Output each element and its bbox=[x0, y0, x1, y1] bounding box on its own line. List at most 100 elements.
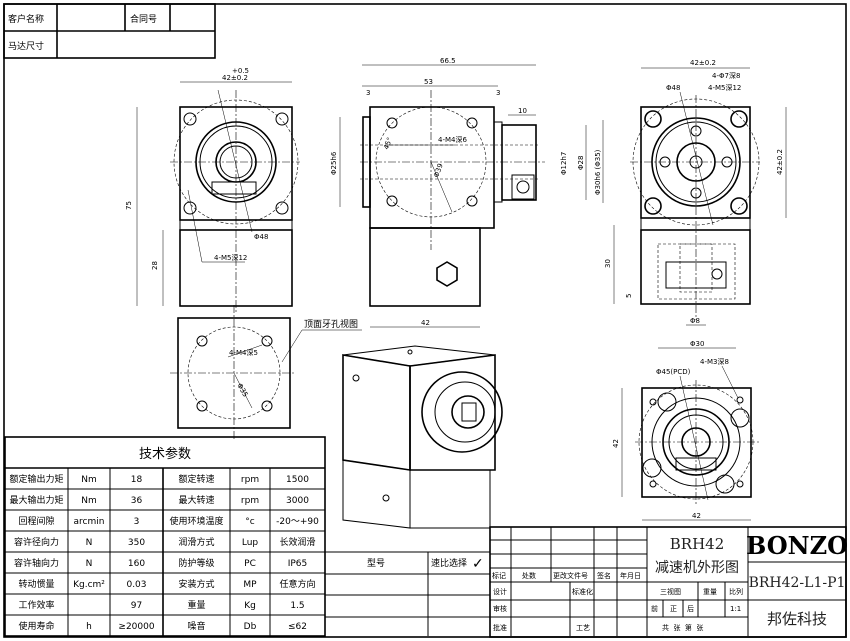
param-value: 1500 bbox=[286, 475, 309, 485]
param-value: ≥20000 bbox=[118, 622, 154, 632]
top-hole-view-label: 顶面牙孔视图 bbox=[304, 318, 358, 330]
param-value: 3 bbox=[134, 517, 140, 527]
dim-side-shaft-b: Φ28 bbox=[577, 156, 585, 170]
dim-side-bottom: 42 bbox=[421, 319, 430, 327]
param-name: 转动惯量 bbox=[18, 578, 54, 590]
header-table: 客户名称 合同号 马达尺寸 bbox=[3, 3, 216, 59]
param-value: 160 bbox=[128, 559, 145, 569]
dim-right-holes: 4-Φ7深8 bbox=[712, 71, 740, 80]
param-name: 使用寿命 bbox=[18, 620, 54, 632]
tb-scale: 比列 bbox=[729, 587, 743, 596]
dim-front-width: 42±0.2 bbox=[222, 74, 248, 82]
dim-front-height: 75 bbox=[125, 201, 133, 210]
tb-scale-value: 1:1 bbox=[730, 605, 741, 613]
param-value: 18 bbox=[131, 475, 143, 485]
param-name: 润滑方式 bbox=[178, 536, 214, 548]
param-unit: Kg bbox=[244, 601, 256, 611]
param-unit: rpm bbox=[241, 475, 259, 485]
param-unit: arcmin bbox=[74, 517, 105, 527]
tb-front: 前 bbox=[651, 604, 658, 613]
dim-right-bore: Φ48 bbox=[666, 84, 680, 92]
dim-side-shaft-c: Φ30h6 (Φ35) bbox=[594, 149, 602, 195]
dim-bottom-pcd: Φ45(PCD) bbox=[656, 368, 691, 376]
dim-side-angle: 45° bbox=[382, 136, 394, 150]
dim-front-bore: Φ48 bbox=[254, 233, 268, 241]
dim-right-step: 5 bbox=[625, 294, 633, 298]
tb-review: 审核 bbox=[493, 604, 507, 613]
param-unit: PC bbox=[244, 559, 256, 569]
tb-date: 年月日 bbox=[620, 571, 641, 580]
dim-side-flange: Φ25h6 bbox=[330, 151, 338, 175]
param-name: 回程间隙 bbox=[18, 515, 54, 527]
motor-size-label: 马达尺寸 bbox=[8, 40, 44, 52]
param-value: ≤62 bbox=[288, 622, 307, 632]
param-unit: °c bbox=[245, 517, 255, 527]
param-value: 1.5 bbox=[290, 601, 304, 611]
dim-side-right: 3 bbox=[496, 89, 500, 97]
tb-mark: 标记 bbox=[492, 571, 506, 580]
tb-approve: 批准 bbox=[493, 623, 507, 632]
tb-process: 工艺 bbox=[576, 624, 590, 632]
dim-side-shaft: 10 bbox=[518, 107, 527, 115]
param-unit: N bbox=[86, 538, 93, 548]
tb-three-view: 三视图 bbox=[660, 587, 681, 596]
param-name: 额定转速 bbox=[178, 473, 214, 485]
dim-front-thread: 4-M5深12 bbox=[214, 253, 247, 262]
param-value: 任意方向 bbox=[279, 578, 315, 590]
dim-side-overall: 66.5 bbox=[440, 57, 456, 65]
param-name: 安装方式 bbox=[178, 578, 214, 590]
tb-signature: 签名 bbox=[597, 571, 611, 580]
param-name: 最大转速 bbox=[178, 494, 214, 506]
dim-top-thread: 4-M4深5 bbox=[229, 348, 258, 357]
dim-front-lower: 28 bbox=[151, 261, 159, 270]
tb-sheets: 共 张 第 张 bbox=[662, 623, 703, 632]
tb-back: 后 bbox=[687, 604, 694, 613]
isometric-view bbox=[342, 345, 503, 529]
param-value: 350 bbox=[128, 538, 145, 548]
param-value: 36 bbox=[131, 496, 143, 506]
param-name: 容许轴向力 bbox=[14, 557, 59, 569]
dim-top-pcd: Φ35 bbox=[235, 382, 249, 398]
side-view: 66.5 53 3 3 10 Φ25h6 4-M4深6 45° Φ39 Φ12h… bbox=[330, 57, 604, 328]
param-name: 重量 bbox=[187, 599, 205, 611]
param-unit: h bbox=[86, 622, 92, 632]
param-value: 长效润滑 bbox=[279, 536, 315, 548]
tb-drawing-name: 减速机外形图 bbox=[655, 560, 739, 576]
ratio-check-mark[interactable]: ✓ bbox=[472, 556, 484, 572]
dim-side-pcd: Φ39 bbox=[432, 162, 444, 178]
param-value: 0.03 bbox=[126, 580, 146, 590]
dim-bottom-h: 42 bbox=[612, 439, 620, 448]
tb-product: BRH42 bbox=[670, 535, 725, 553]
param-name: 额定输出力矩 bbox=[9, 473, 63, 485]
tb-code: BRH42-L1-P1 bbox=[749, 575, 846, 591]
param-value: -20～+90 bbox=[276, 517, 319, 527]
param-unit: Kg.cm² bbox=[73, 580, 105, 590]
param-unit: MP bbox=[243, 580, 257, 590]
dim-right-d30: Φ30 bbox=[690, 340, 704, 348]
dim-right-height: 42±0.2 bbox=[776, 149, 784, 175]
tech-params-title: 技术参数 bbox=[139, 446, 191, 462]
contract-label: 合同号 bbox=[130, 13, 157, 25]
tb-company: 邦佐科技 bbox=[767, 610, 827, 628]
model-table: 型号 速比选择 ✓ bbox=[325, 551, 490, 636]
dim-bottom-w: 42 bbox=[692, 512, 701, 520]
dim-right-lower: 30 bbox=[604, 259, 612, 268]
tech-params-row: 转动惯量 Kg.cm² 0.03 安装方式 MP 任意方向 bbox=[5, 573, 325, 595]
param-value: 3000 bbox=[286, 496, 309, 506]
dim-right-d8: Φ8 bbox=[690, 317, 700, 325]
tb-standardize: 标准化 bbox=[572, 587, 593, 596]
param-unit: Db bbox=[244, 622, 257, 632]
tb-brand: BONZO bbox=[746, 531, 848, 560]
param-name: 防护等级 bbox=[178, 557, 214, 569]
bottom-view: Φ45(PCD) 4-M3深8 42 42 bbox=[612, 357, 760, 521]
param-unit: Lup bbox=[242, 538, 259, 548]
drawing-frame bbox=[3, 3, 847, 638]
customer-label: 客户名称 bbox=[8, 13, 44, 25]
param-unit: N bbox=[86, 559, 93, 569]
